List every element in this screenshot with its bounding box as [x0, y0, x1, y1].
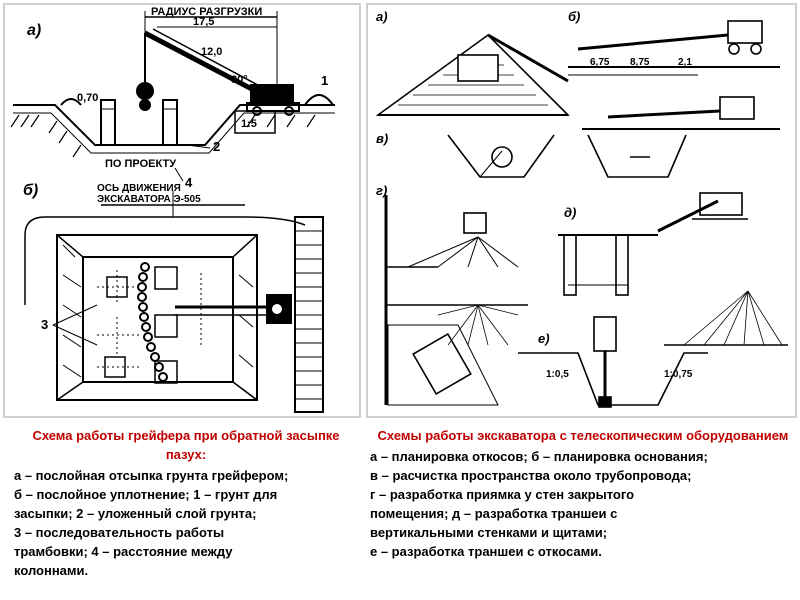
left-caption-line-6: колоннами.	[14, 563, 89, 578]
right-drawing-panel: а) б) 6,75 8,75 2,1 в) г) д) е) 1:0,5 1:…	[366, 3, 797, 418]
right-caption-line-4: помещения; д – разработка траншеи с	[370, 506, 618, 521]
label-d: д)	[564, 205, 576, 220]
telescopic-boom-d	[657, 199, 719, 233]
column-left	[100, 99, 116, 146]
trench-v-right	[587, 134, 687, 178]
left-caption-line-5: трамбовки; 4 – расстояние между	[14, 544, 233, 559]
left-caption-line-1: а – послойная отсыпка грунта грейфером;	[14, 468, 289, 483]
backfill-soil-mound	[304, 94, 334, 106]
excavator-label: ЭКСКАВАТОРА Э-505	[97, 194, 201, 205]
column-right	[162, 99, 178, 146]
telescopic-excavator-drawing: а) б) 6,75 8,75 2,1 в) г) д) е) 1:0,5 1:…	[375, 9, 788, 408]
compactor-path	[24, 216, 245, 305]
label-v: в)	[376, 131, 388, 146]
right-caption-line-2: в – расчистка пространства около трубопр…	[370, 468, 692, 483]
left-caption-line-3: засыпки; 2 – уложенный слой грунта;	[14, 506, 257, 521]
dim-1-0-75: 1:0,75	[664, 369, 693, 380]
excavator-g	[412, 332, 472, 396]
po-proektu-label: ПО ПРОЕКТУ	[105, 158, 176, 170]
dim-8-75: 8,75	[630, 57, 650, 68]
label-g: г)	[376, 183, 387, 198]
grab-backfill-drawing: а) РАДИУС РАЗГРУЗКИ 17,5 12,0 30° 0,70 1…	[10, 6, 335, 413]
label-part-a: а)	[27, 22, 41, 39]
dim-1-5: 1:5	[241, 118, 257, 130]
sloped-trench	[518, 352, 708, 406]
right-caption-line-3: г – разработка приямка у стен закрытого	[370, 487, 635, 502]
pit-bottom	[82, 256, 234, 383]
num-4: 4	[185, 175, 193, 190]
left-caption-title: Схема работы грейфера при обратной засып…	[32, 428, 340, 462]
grab-bucket	[136, 82, 154, 100]
shield-left	[563, 234, 577, 296]
trench-profile	[13, 104, 335, 146]
right-caption-line-1: а – планировка откосов; б – планировка о…	[370, 449, 708, 464]
num-2: 2	[213, 139, 220, 154]
pipeline	[491, 146, 513, 168]
reach-fan-d	[683, 290, 783, 346]
dim-17-5: 17,5	[193, 16, 214, 28]
shield-right	[615, 234, 629, 296]
label-e: е)	[538, 331, 550, 346]
axis-label: ОСЬ ДВИЖЕНИЯ	[97, 183, 181, 194]
right-caption-title: Схемы работы экскаватора с телескопическ…	[377, 428, 789, 443]
dim-2-1: 2,1	[678, 57, 692, 68]
dim-6-75: 6,75	[590, 57, 610, 68]
num-1: 1	[321, 73, 328, 88]
crane-cab	[250, 84, 294, 104]
left-caption-line-2: б – послойное уплотнение; 1 – грунт для	[14, 487, 278, 502]
right-caption-line-6: е – разработка траншеи с откосами.	[370, 544, 602, 559]
excavator-a	[457, 54, 499, 82]
radius-label: РАДИУС РАЗГРУЗКИ	[151, 6, 262, 18]
reach-fan-g	[407, 236, 519, 268]
label-part-b: б)	[23, 182, 38, 199]
compaction-cells	[104, 266, 178, 384]
excavator-d	[699, 192, 743, 216]
excavator-e	[593, 316, 617, 352]
pit-outline	[56, 234, 258, 401]
angle-30: 30°	[231, 74, 248, 86]
left-caption-line-4: 3 – последовательность работы	[14, 525, 225, 540]
telescopic-boom-b	[577, 33, 729, 51]
label-a: а)	[376, 9, 388, 24]
label-b: б)	[568, 9, 580, 24]
dim-0-70: 0,70	[77, 92, 98, 104]
right-caption-line-5: вертикальными стенками и щитами;	[370, 525, 608, 540]
right-caption: Схемы работы экскаватора с телескопическ…	[370, 426, 796, 561]
left-caption: Схема работы грейфера при обратной засып…	[14, 426, 358, 580]
num-3: 3	[41, 317, 48, 332]
left-drawing-panel: а) РАДИУС РАЗГРУЗКИ 17,5 12,0 30° 0,70 1…	[3, 3, 361, 418]
dim-1-0-5: 1:0,5	[546, 369, 569, 380]
tamping-sequence-chain	[137, 262, 168, 382]
pipeline-trench	[447, 134, 555, 178]
bucket-g	[463, 212, 487, 234]
excavator-b2	[719, 96, 755, 120]
excavator-b	[727, 20, 763, 44]
ground-hatching	[10, 114, 316, 158]
dim-12-0: 12,0	[201, 46, 222, 58]
